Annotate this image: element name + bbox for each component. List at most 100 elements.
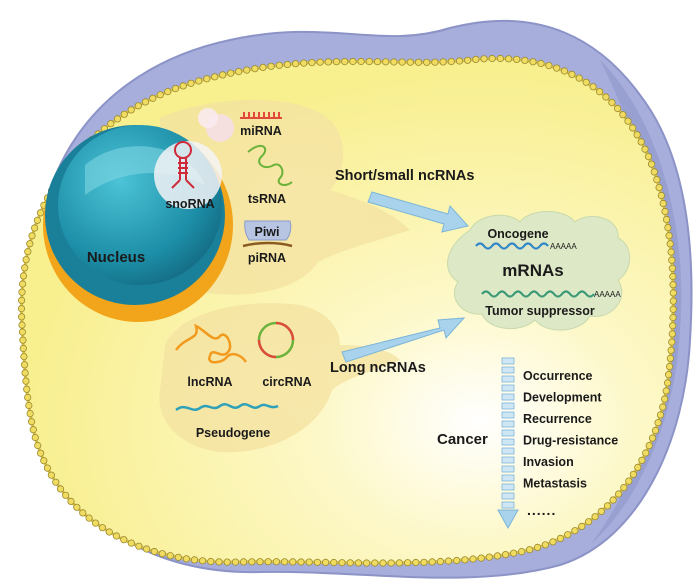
- membrane-dot: [113, 115, 122, 123]
- membrane-dot: [669, 322, 677, 330]
- membrane-dot: [541, 541, 549, 549]
- membrane-dot: [447, 57, 455, 66]
- membrane-dot: [223, 558, 231, 566]
- membrane-dot: [666, 240, 674, 248]
- membrane-dot: [648, 434, 657, 442]
- membrane-dot: [26, 409, 34, 418]
- membrane-dot: [659, 199, 667, 208]
- membrane-dot: [127, 539, 135, 547]
- membrane-dot: [107, 120, 115, 128]
- arrow-dash: [501, 429, 515, 437]
- membrane-dot: [575, 74, 583, 82]
- membrane-dot: [33, 216, 42, 224]
- membrane-dot: [24, 393, 32, 401]
- membrane-dot: [34, 441, 42, 450]
- membrane-dot: [533, 543, 542, 552]
- membrane-dot: [390, 58, 398, 66]
- membrane-dot: [332, 58, 341, 66]
- membrane-dot: [156, 91, 164, 99]
- cancer-outcome-metastasis: Metastasis: [523, 477, 587, 491]
- arrow-dash: [501, 483, 515, 491]
- membrane-dot: [662, 387, 670, 395]
- membrane-dot: [18, 280, 27, 288]
- membrane-dot: [227, 69, 235, 77]
- membrane-dot: [488, 54, 496, 63]
- membrane-dot: [164, 88, 172, 96]
- membrane-dot: [373, 58, 382, 66]
- membrane-dot: [439, 58, 447, 66]
- arrow-dash: [501, 366, 515, 374]
- membrane-dot: [659, 403, 667, 411]
- arrow-dash: [501, 501, 515, 509]
- nucleus-label: Nucleus: [87, 249, 145, 266]
- membrane-dot: [513, 55, 521, 64]
- membrane-dot: [578, 522, 586, 531]
- membrane-dot: [26, 240, 34, 248]
- membrane-dot: [17, 296, 26, 304]
- membrane-dot: [120, 536, 128, 544]
- tsrna-icon: [247, 144, 293, 186]
- membrane-dot: [20, 361, 29, 369]
- membrane-dot: [571, 527, 579, 535]
- membrane-dot: [653, 176, 661, 184]
- membrane-dot: [297, 558, 305, 566]
- membrane-dot: [29, 426, 37, 434]
- membrane-dot: [349, 57, 357, 66]
- membrane-dot: [330, 558, 338, 567]
- membrane-dot: [667, 346, 675, 354]
- membrane-dot: [504, 55, 513, 63]
- cancer-outcome-invasion: Invasion: [523, 455, 574, 469]
- membrane-dot: [171, 85, 180, 93]
- membrane-dot: [645, 441, 653, 450]
- tsrna-label: tsRNA: [248, 192, 286, 206]
- membrane-dot: [668, 338, 676, 346]
- membrane-dot: [660, 395, 669, 403]
- membrane-dot: [219, 71, 227, 79]
- membrane-dot: [19, 344, 27, 352]
- membrane-dot: [655, 184, 663, 192]
- cancer-outcome-list: OccurrenceDevelopmentRecurrenceDrug-resi…: [523, 369, 618, 491]
- membrane-dot: [669, 313, 677, 322]
- snorna-label: snoRNA: [165, 197, 214, 211]
- nucleolus-bubble: [154, 141, 222, 209]
- membrane-dot: [25, 401, 33, 410]
- membrane-dot: [308, 58, 316, 67]
- membrane-dot: [647, 160, 656, 168]
- oncogene-polya: AAAAA: [550, 242, 577, 251]
- membrane-dot: [36, 449, 45, 457]
- membrane-dot: [656, 411, 665, 419]
- membrane-dot: [231, 558, 239, 566]
- membrane-dot: [251, 65, 259, 73]
- membrane-dot: [669, 289, 677, 297]
- membrane-dot: [98, 524, 107, 532]
- membrane-dot: [444, 557, 453, 565]
- membrane-dot: [92, 519, 100, 527]
- cancer-outcome-occurrence: Occurrence: [523, 369, 593, 383]
- membrane-dot: [665, 362, 674, 371]
- membrane-dot: [553, 64, 561, 72]
- membrane-dot: [501, 550, 510, 559]
- membrane-dot: [289, 558, 297, 566]
- membrane-dot: [22, 377, 30, 385]
- membrane-dot: [663, 379, 672, 387]
- membrane-dot: [406, 58, 414, 66]
- cancer-outcome-drug-resistance: Drug-resistance: [523, 434, 618, 448]
- membrane-dot: [556, 534, 565, 543]
- membrane-dot: [143, 545, 151, 553]
- membrane-dot: [19, 272, 28, 280]
- membrane-dot: [21, 369, 29, 377]
- arrow-dash: [501, 447, 515, 455]
- membrane-dot: [275, 61, 283, 69]
- membrane-dot: [291, 60, 300, 68]
- membrane-dot: [362, 559, 371, 567]
- membrane-dot: [665, 232, 673, 240]
- membrane-dot: [85, 514, 93, 522]
- membrane-dot: [28, 232, 36, 240]
- membrane-dot: [403, 559, 412, 567]
- membrane-dot: [603, 502, 612, 510]
- membrane-dot: [150, 547, 158, 556]
- membrane-dot: [158, 550, 166, 558]
- membrane-dot: [283, 60, 291, 69]
- membrane-dot: [248, 558, 256, 566]
- membrane-dot: [18, 328, 26, 336]
